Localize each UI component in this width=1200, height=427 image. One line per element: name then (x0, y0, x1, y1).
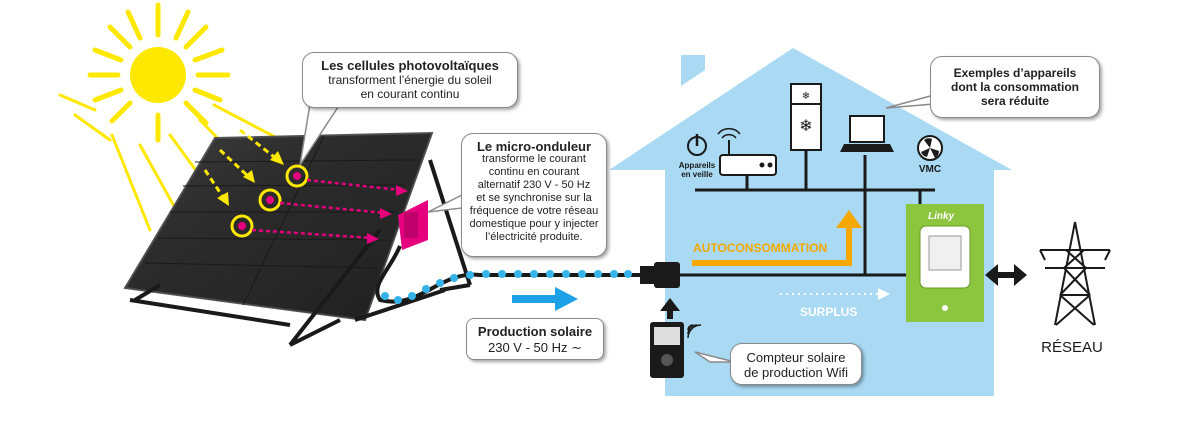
autoconsommation-arrow (692, 210, 862, 266)
sun-icon (58, 2, 302, 237)
fridge-icon: ❄ ❄ (790, 83, 822, 151)
production-arrow (512, 287, 578, 311)
surplus-label: SURPLUS (800, 305, 857, 319)
cell-highlights (230, 164, 309, 238)
callout-cells-line1: transforment l’énergie du soleil (328, 73, 492, 87)
standby-label-2: en veille (681, 170, 713, 179)
light-arrows (203, 128, 279, 201)
ac-flow-dots (381, 270, 632, 304)
router-icon (717, 127, 777, 176)
surplus-arrow (780, 288, 890, 300)
svg-text:❄: ❄ (799, 118, 812, 135)
callout-inverter-line3: alternatif 230 V - 50 Hz (477, 179, 591, 191)
callout-inverter-line1: transforme le courant (482, 153, 586, 165)
callout-meter-line1: Compteur solaire (746, 350, 846, 365)
reseau-label: RÉSEAU (1041, 339, 1103, 356)
callout-inverter: Le micro-onduleur transforme le courant … (461, 133, 607, 257)
vmc-label: VMC (919, 164, 941, 175)
callout-cells-line2: en courant continu (360, 87, 460, 101)
standby-label: Appareils (679, 161, 716, 170)
power-icon (687, 134, 707, 156)
linky-label: Linky (928, 211, 955, 222)
grid-double-arrow (985, 264, 1027, 286)
callout-meter-line2: de production Wifi (743, 365, 849, 380)
wifi-meter (650, 298, 702, 378)
callout-appliances: Exemples d’appareils dont la consommatio… (930, 56, 1100, 118)
callout-appliances-line3: sera réduite (980, 94, 1050, 108)
dc-arrows (251, 178, 401, 240)
fan-icon (917, 135, 943, 161)
callout-inverter-line4: et se synchronise sur la (476, 192, 592, 204)
callout-inverter-line2: continu en courant (488, 166, 580, 178)
callout-inverter-line7: l’électricité produite. (485, 231, 583, 243)
autoconsommation-label: AUTOCONSOMMATION (693, 241, 827, 255)
callout-production: Production solaire 230 V - 50 Hz ∼ (466, 318, 604, 360)
callout-meter: Compteur solaire de production Wifi (730, 343, 862, 385)
callout-appliances-line1: Exemples d’appareils (953, 66, 1077, 80)
callout-production-value: 230 V - 50 Hz ∼ (488, 340, 582, 355)
callout-appliances-line2: dont la consommation (950, 80, 1079, 94)
svg-text:❄: ❄ (802, 91, 810, 102)
callout-cells-title: Les cellules photovoltaïques (321, 58, 499, 73)
callout-inverter-line5: fréquence de votre réseau (469, 205, 599, 217)
solar-panel (123, 131, 472, 347)
laptop-icon (840, 115, 894, 152)
linky-meter (906, 204, 984, 322)
callout-cells: Les cellules photovoltaïques transformen… (302, 52, 518, 108)
callout-inverter-title: Le micro-onduleur (476, 139, 592, 154)
pylon-icon (1039, 221, 1111, 326)
callout-production-title: Production solaire (477, 324, 593, 339)
plug-icon (640, 262, 680, 288)
callout-inverter-line6: domestique pour y injecter (469, 218, 599, 230)
micro-inverter (398, 200, 428, 250)
